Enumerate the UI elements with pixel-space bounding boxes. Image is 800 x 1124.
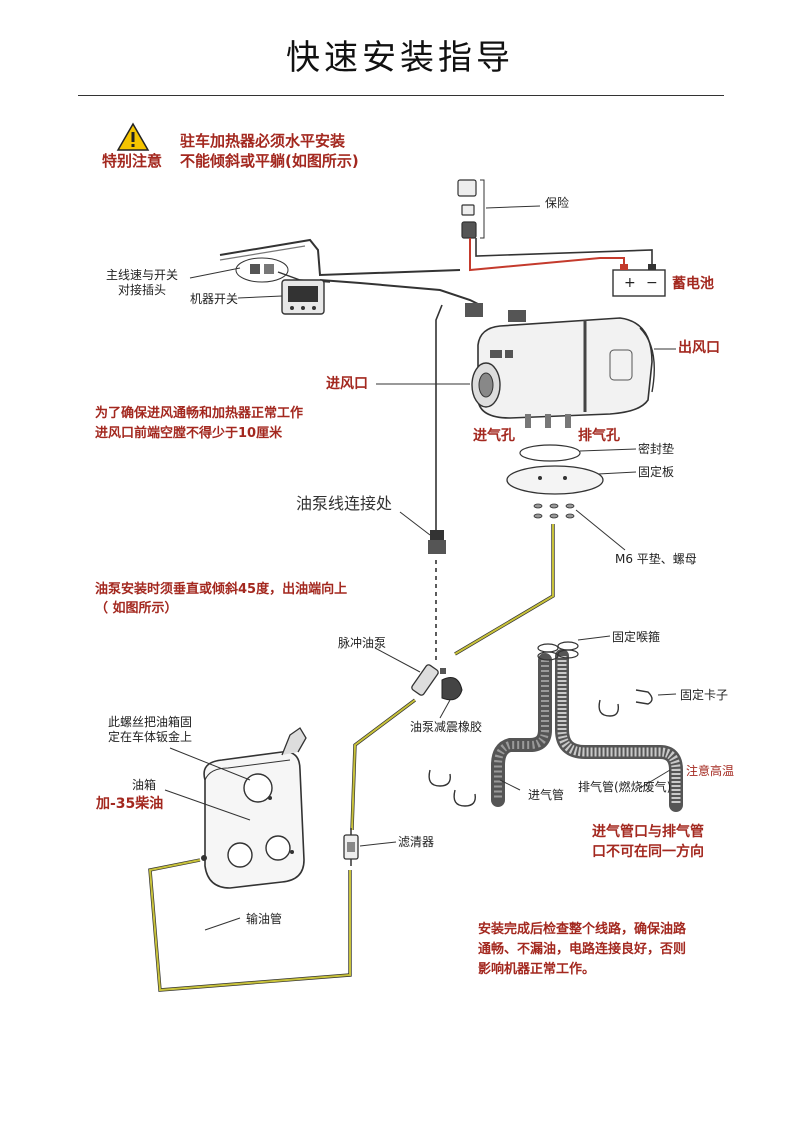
warning-line-1: 驻车加热器必须水平安装 xyxy=(180,132,346,150)
tank-label: 油箱 xyxy=(132,778,157,792)
fuse-leader xyxy=(485,205,541,209)
fuel-line-label: 输油管 xyxy=(246,912,283,926)
hot-warning-label: 注意高温 xyxy=(686,764,735,778)
battery-icon xyxy=(612,264,666,297)
gasket-label: 密封垫 xyxy=(638,442,675,456)
controller-switch-icon xyxy=(281,279,325,315)
fuel-tank-icon xyxy=(201,727,307,889)
pulse-pump-icon xyxy=(411,664,463,701)
filter-label: 滤清器 xyxy=(398,835,435,849)
mount-plate-icon xyxy=(506,465,604,495)
fuse-label: 保险 xyxy=(545,196,570,210)
clip-label: 固定卡子 xyxy=(680,688,729,702)
pulse-pump-label: 脉冲油泵 xyxy=(338,636,387,650)
fuel-line-middle xyxy=(351,699,416,831)
hose-clamp-icon xyxy=(537,641,579,661)
gasket-icon xyxy=(519,444,581,462)
exhaust-pipe-icon xyxy=(555,649,683,812)
main-harness xyxy=(219,238,461,277)
intake-hole-label: 进气孔 xyxy=(473,428,515,444)
clip-icon xyxy=(428,689,653,807)
pump-connection-label: 油泵线连接处 xyxy=(296,494,393,513)
outlet-label: 出风口 xyxy=(678,340,720,356)
warning-line-2: 不能倾斜或平躺(如图所示) xyxy=(180,152,359,170)
fuse-bracket xyxy=(480,179,485,239)
diesel-label: 加-35柴油 xyxy=(96,796,164,812)
battery-wire-black xyxy=(475,238,653,264)
tank-screw-label: 此螺丝把油箱固 定在车体钣金上 xyxy=(108,715,193,744)
harness-to-heater xyxy=(319,279,481,306)
switch-label: 机器开关 xyxy=(190,292,239,306)
fuel-filter-icon xyxy=(343,828,359,866)
intake-pipe-icon xyxy=(491,653,552,807)
title-divider xyxy=(78,95,724,96)
battery-wire-red xyxy=(469,238,625,272)
air-heater-icon xyxy=(471,317,655,428)
fuel-line-upper xyxy=(454,524,554,655)
connector-highlight xyxy=(235,257,289,283)
hose-clamp-label: 固定喉箍 xyxy=(612,630,661,644)
inlet-note-1: 为了确保进风通畅和加热器正常工作 xyxy=(95,406,304,421)
washer-nut-icon xyxy=(533,503,575,519)
main-harness-label: 主线速与开关 对接插头 xyxy=(106,268,179,297)
washers-label: M6 平垫、螺母 xyxy=(615,552,697,566)
exhaust-pipe-label: 排气管(燃烧废气) xyxy=(578,780,672,794)
inlet-label: 进风口 xyxy=(326,376,368,392)
pump-connector-icon xyxy=(428,530,446,554)
battery-plus: + xyxy=(624,275,636,291)
warning-label: 特别注意 xyxy=(102,152,163,170)
mount-plate-label: 固定板 xyxy=(638,465,675,479)
exhaust-hole-label: 排气孔 xyxy=(578,428,620,444)
harness-plug-icon xyxy=(250,264,260,274)
battery-minus: − xyxy=(646,275,658,291)
pump-note-1: 油泵安装时须垂直或倾斜45度，出油端向上 xyxy=(95,582,348,597)
battery-label: 蓄电池 xyxy=(672,276,714,292)
intake-pipe-label: 进气管 xyxy=(528,788,565,802)
pipe-note-2: 口不可在同一方向 xyxy=(592,844,704,860)
heater-connector-icon xyxy=(465,303,483,317)
fuel-line-lower xyxy=(148,859,351,992)
pipe-note-1: 进气管口与排气管 xyxy=(592,824,704,840)
pump-rubber-label: 油泵减震橡胶 xyxy=(410,720,483,734)
page-title: 快速安装指导 xyxy=(286,38,514,78)
warning-triangle-icon xyxy=(116,122,150,151)
pump-wire xyxy=(435,304,443,540)
final-note-1: 安装完成后检查整个线路，确保油路 xyxy=(478,922,687,937)
fuse-icon xyxy=(457,179,477,239)
final-note-2: 通畅、不漏油，电路连接良好，否则 xyxy=(478,942,687,957)
inlet-note-2: 进风口前端空膛不得少于10厘米 xyxy=(95,426,283,441)
pump-note-2: （ 如图所示） xyxy=(95,601,178,616)
final-note-3: 影响机器正常工作。 xyxy=(478,962,596,977)
